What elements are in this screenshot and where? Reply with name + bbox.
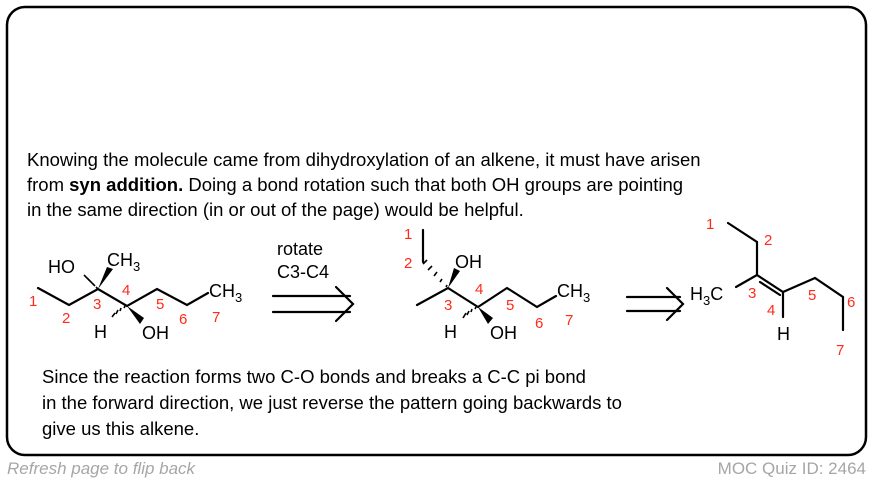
intro-line-3: in the same direction (in or out of the … (27, 199, 524, 220)
atom-label-h3c: H3C (690, 284, 723, 308)
flip-back-hint: Refresh page to flip back (7, 459, 197, 478)
carbon-number: 4 (475, 281, 483, 298)
carbon-number: 6 (847, 294, 855, 311)
carbon-number: 3 (444, 297, 452, 314)
conclusion-line-2: in the forward direction, we just revers… (42, 392, 622, 413)
carbon-number: 6 (535, 315, 543, 332)
carbon-number: 6 (179, 311, 187, 328)
intro-line-2-post: Doing a bond rotation such that both OH … (183, 174, 683, 195)
atom-label-oh: OH (490, 323, 517, 343)
carbon-number: 2 (404, 255, 412, 272)
wedge-bond (448, 268, 460, 288)
retrosynthesis-arrow (625, 286, 685, 322)
card-border[interactable] (5, 5, 868, 457)
atom-label-ch3-terminal: CH3 (557, 281, 590, 305)
hashed-bonds (422, 259, 477, 319)
carbon-number: 5 (506, 297, 514, 314)
carbon-chain-bond (415, 286, 558, 309)
intro-line-2: from syn addition. Doing a bond rotation… (27, 174, 683, 195)
quiz-id: MOC Quiz ID: 2464 (718, 459, 866, 478)
atom-label-oh: OH (142, 323, 169, 343)
carbon-number: 7 (212, 309, 220, 326)
conclusion-paragraph: Since the reaction forms two C-O bonds a… (42, 366, 622, 439)
atom-label-ch3: CH3 (107, 250, 140, 274)
conclusion-line-3: give us this alkene. (42, 418, 199, 439)
arrow-label-rotate: rotate (277, 239, 323, 259)
carbon-number: 4 (767, 302, 775, 319)
atom-label-h: H (444, 322, 457, 342)
conclusion-line-1: Since the reaction forms two C-O bonds a… (42, 366, 586, 387)
hashed-bonds (83, 274, 126, 318)
carbon-number: 1 (706, 216, 714, 233)
intro-line-2-pre: from (27, 174, 69, 195)
molecule-alkene: H3C H 1 2 3 4 5 6 7 (690, 216, 855, 359)
carbon-number: 2 (764, 232, 772, 249)
molecule-diol-rotated: OH CH3 H OH 1 2 3 4 5 6 7 (404, 226, 590, 343)
molecule-diol-original: HO CH3 CH3 H OH 1 2 3 4 5 6 7 (29, 250, 242, 343)
atom-label-oh: OH (455, 252, 482, 272)
intro-line-2-bold: syn addition. (69, 174, 183, 195)
wedge-bond (98, 267, 113, 289)
atom-label-ch3-terminal: CH3 (209, 281, 242, 305)
carbon-number: 4 (122, 282, 130, 299)
double-bond (758, 280, 782, 297)
carbon-number: 5 (808, 287, 816, 304)
carbon-number: 7 (836, 342, 844, 359)
arrow-label-bond: C3-C4 (277, 262, 329, 282)
atom-label-h: H (777, 324, 790, 344)
retrosynthesis-arrow-rotate: rotate C3-C4 (271, 239, 355, 323)
atom-label-h: H (94, 322, 107, 342)
wedge-bond (127, 306, 144, 324)
carbon-number: 7 (565, 312, 573, 329)
carbon-number: 5 (156, 296, 164, 313)
carbon-number: 1 (29, 293, 37, 310)
wedge-bond (478, 307, 493, 324)
carbon-number: 3 (93, 296, 101, 313)
carbon-number: 2 (62, 310, 70, 327)
intro-line-1: Knowing the molecule came from dihydroxy… (27, 149, 701, 170)
carbon-number: 1 (404, 226, 412, 243)
intro-paragraph: Knowing the molecule came from dihydroxy… (27, 149, 701, 220)
carbon-number: 3 (748, 285, 756, 302)
atom-label-ho: HO (48, 257, 75, 277)
